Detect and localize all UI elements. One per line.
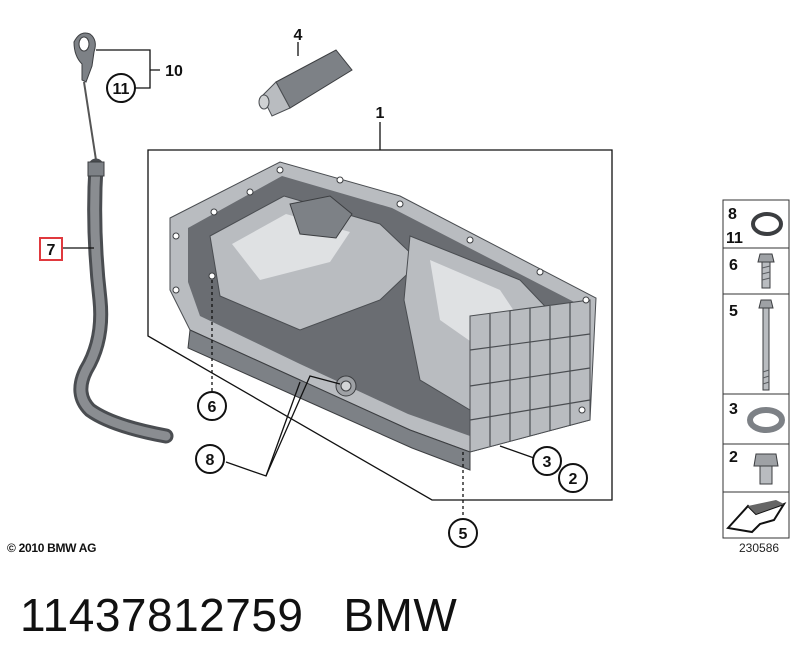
dipstick-handle <box>73 32 96 83</box>
svg-text:8: 8 <box>206 452 215 469</box>
svg-text:6: 6 <box>729 257 738 274</box>
svg-text:5: 5 <box>729 303 738 320</box>
drawing-id: 230586 <box>739 541 780 555</box>
legend-item-short-bolt[interactable]: 6 <box>729 253 775 289</box>
arrow-pointer-icon <box>726 500 787 534</box>
svg-text:3: 3 <box>543 454 552 471</box>
long-bolt-icon <box>758 299 774 391</box>
callout-5[interactable]: 5 <box>448 518 478 548</box>
svg-text:5: 5 <box>459 526 468 543</box>
leader-3-2 <box>499 445 535 459</box>
leader-8 <box>225 375 341 477</box>
oil-pan <box>169 161 597 471</box>
sealant-tube <box>258 49 353 117</box>
sealing-ring-icon <box>751 212 783 236</box>
callout-6[interactable]: 6 <box>197 391 227 421</box>
svg-text:2: 2 <box>569 471 578 488</box>
dipstick-rod <box>83 81 97 161</box>
drain-plug-icon <box>753 453 779 485</box>
leader-8b <box>265 381 301 477</box>
washer-icon <box>747 407 785 433</box>
leader-10-11 <box>96 49 160 89</box>
callout-2[interactable]: 2 <box>558 463 588 493</box>
brand-name: BMW <box>343 589 458 641</box>
callout-8[interactable]: 8 <box>195 444 225 474</box>
legend-item-long-bolt[interactable]: 5 <box>729 299 774 391</box>
svg-text:8: 8 <box>728 206 737 223</box>
legend-item-arrow[interactable] <box>726 500 787 534</box>
copyright-notice: © 2010 BMW AG <box>7 541 97 555</box>
main-part-frame <box>147 149 613 501</box>
svg-text:6: 6 <box>208 399 217 416</box>
dipstick-guide-tube <box>73 158 174 444</box>
callout-3[interactable]: 3 <box>532 446 562 476</box>
legend-strip: 8 11 6 5 3 2 <box>722 199 790 539</box>
callout-4[interactable]: 4 <box>294 27 303 44</box>
callout-10[interactable]: 10 <box>165 63 183 80</box>
legend-item-washer[interactable]: 3 <box>729 401 785 433</box>
svg-text:11: 11 <box>726 230 743 247</box>
callout-1[interactable]: 1 <box>376 105 385 122</box>
svg-text:7: 7 <box>47 242 56 259</box>
legend-item-seal-ring[interactable]: 8 11 <box>726 206 783 247</box>
svg-text:2: 2 <box>729 449 738 466</box>
callout-11[interactable]: 11 <box>106 73 136 103</box>
svg-text:3: 3 <box>729 401 738 418</box>
part-number: 11437812759 <box>20 589 304 641</box>
short-bolt-icon <box>757 253 775 289</box>
callout-7-highlighted[interactable]: 7 <box>39 237 63 261</box>
svg-text:11: 11 <box>113 81 130 98</box>
legend-item-drain-plug[interactable]: 2 <box>729 449 779 485</box>
part-footer: 11437812759 BMW <box>20 588 457 642</box>
